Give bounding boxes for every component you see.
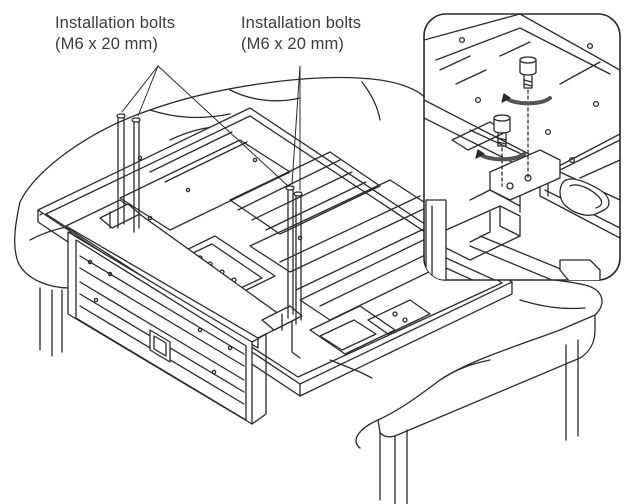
callout-left-spec: (M6 x 20 mm) bbox=[55, 35, 158, 53]
callout-right-spec: (M6 x 20 mm) bbox=[241, 35, 344, 53]
installation-bolts bbox=[116, 65, 303, 325]
detail-inset bbox=[423, 13, 621, 281]
callout-right: Installation bolts (M6 x 20 mm) bbox=[241, 13, 361, 55]
callout-right-label: Installation bolts bbox=[241, 14, 362, 32]
callout-left-label: Installation bolts bbox=[55, 14, 176, 32]
stand-base bbox=[65, 199, 303, 425]
callout-left: Installation bolts (M6 x 20 mm) bbox=[55, 13, 175, 55]
